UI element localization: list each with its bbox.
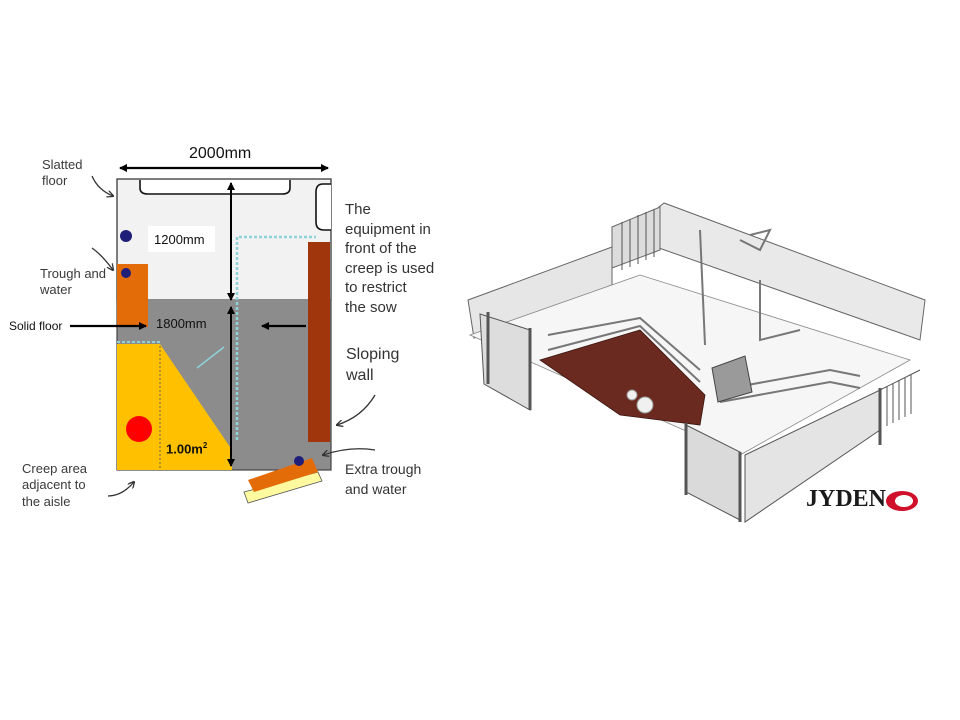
trough-water-label: Trough and water <box>40 266 106 299</box>
equip-line-5: to restrict <box>345 279 407 296</box>
creep-line-1: Creep area <box>22 461 88 476</box>
sloping-wall <box>308 242 330 442</box>
pen-back-panel <box>611 206 661 269</box>
jyden-logo: JYDEN <box>806 486 886 513</box>
extra-trough-arrow <box>323 448 376 455</box>
sow-boundary-line <box>235 235 316 440</box>
heat-lamp-icon <box>126 416 152 442</box>
equip-line-6: the sow <box>345 298 397 316</box>
slatted-floor-line-2: floor <box>42 173 68 189</box>
farrowing-pen-3d <box>467 202 926 523</box>
corner-rail <box>315 183 331 231</box>
slatted-floor-line-1: Slatted <box>42 157 83 172</box>
extra-trough-label: Extra trough and water <box>345 460 421 499</box>
dim-1200-box <box>148 226 215 252</box>
slatted-arrow <box>91 175 113 196</box>
creep-line-3: the aisle <box>22 493 71 509</box>
jyden-logo-text: JYDEN <box>806 486 887 512</box>
sloping-line-2: wall <box>346 366 374 384</box>
creep-area-label: 1.00m2 <box>166 441 207 458</box>
equipment-label: The equipment in front of the creep is u… <box>345 200 434 317</box>
pen-solid-floor <box>539 329 706 426</box>
pen-width-label: 2000mm <box>189 145 252 162</box>
extra-line-1: Extra trough <box>345 461 422 477</box>
floor-drain-icon <box>626 389 638 401</box>
jyden-logo-emblem-icon <box>886 491 918 511</box>
creep-line-2: adjacent to <box>22 477 86 493</box>
dim-1800-label: 1800mm <box>156 316 207 331</box>
floor-drain-icon <box>636 396 654 414</box>
drinker-icon <box>294 456 304 466</box>
extra-line-2: and water <box>345 480 407 497</box>
trough-arrow <box>91 247 113 270</box>
creep-area-caption: Creep area adjacent to the aisle <box>22 461 87 510</box>
trough-line-1: Trough and <box>40 266 107 281</box>
slatted-floor-label: Slatted floor <box>42 157 82 190</box>
equip-line-1: The <box>345 201 371 218</box>
feeder-top <box>139 180 291 195</box>
creep-area-unit-sup: 2 <box>202 441 208 450</box>
equip-line-3: front of the <box>345 240 417 257</box>
solid-floor-label: Solid floor <box>9 319 63 333</box>
extra-trough <box>243 456 323 504</box>
pen-floor-plan <box>116 178 332 504</box>
drinker-icon <box>121 268 131 278</box>
trough-line-2: water <box>40 282 72 298</box>
creep-area-value: 1.00m <box>166 441 203 457</box>
light-blue-stroke <box>196 346 225 369</box>
pen-trough <box>711 355 753 403</box>
sloping-line-1: Sloping <box>346 346 400 363</box>
equip-line-4: creep is used <box>345 259 435 277</box>
equip-line-2: equipment in <box>345 220 431 238</box>
dim-1200-label: 1200mm <box>154 232 205 247</box>
sloping-wall-label: Sloping wall <box>346 345 399 387</box>
sloping-arrow <box>337 394 376 425</box>
creep-arrow <box>107 482 134 497</box>
drinker-icon <box>120 230 132 242</box>
